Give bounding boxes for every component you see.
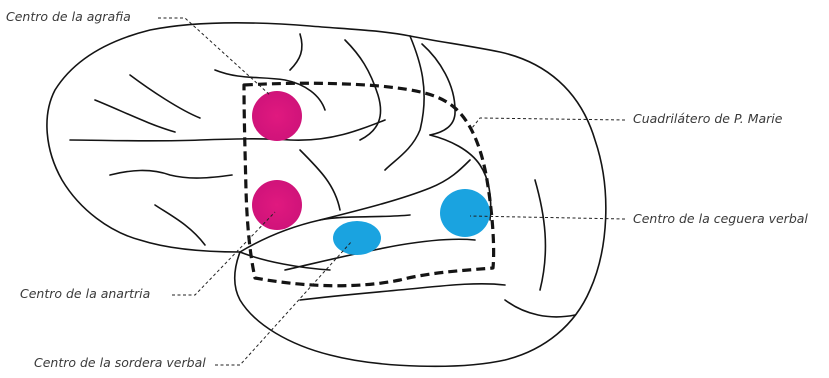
- sulcus-line: [110, 170, 232, 178]
- sulcus-line: [95, 100, 175, 132]
- sulcus-line: [300, 150, 340, 210]
- label-centro-agrafia: Centro de la agrafia: [6, 11, 131, 24]
- label-centro-sordera-verbal: Centro de la sordera verbal: [34, 357, 206, 370]
- label-cuadrilatero-marie: Cuadrilátero de P. Marie: [633, 113, 782, 126]
- sulcus-line: [70, 120, 385, 141]
- ceguera-verbal-center-spot: [440, 189, 490, 237]
- sulcus-line: [155, 205, 205, 245]
- agrafia-center-spot: [252, 91, 302, 141]
- label-centro-anartria: Centro de la anartria: [20, 288, 150, 301]
- sulcus-line: [422, 44, 455, 135]
- leader-agrafia: [158, 18, 270, 95]
- central-sulcus: [385, 36, 424, 170]
- anartria-center-spot: [252, 180, 302, 230]
- sulcus-line: [290, 34, 302, 70]
- sulcus-line: [535, 180, 545, 290]
- sulcus-line: [285, 239, 475, 270]
- sulcus-line: [320, 215, 410, 220]
- brain-outline: [47, 23, 606, 367]
- leader-cuadrilatero: [472, 118, 625, 128]
- label-centro-ceguera-verbal: Centro de la ceguera verbal: [633, 213, 808, 226]
- leader-anartria: [172, 212, 275, 295]
- sulcus-line: [345, 40, 381, 140]
- sulcus-line: [130, 75, 200, 118]
- sordera-verbal-center-spot: [333, 221, 381, 255]
- leader-ceguera: [470, 216, 625, 219]
- sulcus-line: [505, 300, 575, 317]
